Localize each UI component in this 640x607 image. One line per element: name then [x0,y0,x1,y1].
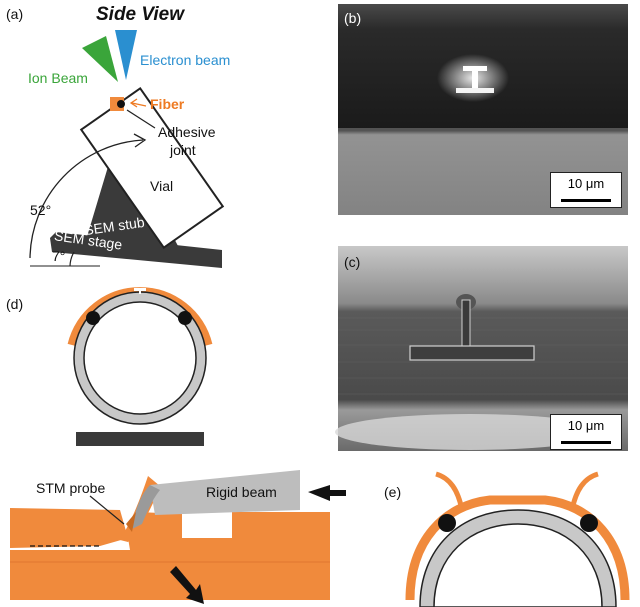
angle-arc-52-arrowhead [133,133,147,148]
adhesive-e-right [580,514,598,532]
down-arrow [170,566,204,604]
sample-upper-left [10,508,128,548]
stage-plate [76,432,204,446]
adhesive-right [178,311,192,325]
vial-label: Vial [150,178,174,194]
rigid-beam [150,470,300,515]
panel-c-scale-text: 10 μm [567,418,605,433]
notch-horizontal [409,345,535,361]
panel-a-label: (a) [6,6,24,22]
electron-beam-label: Electron beam [140,52,231,68]
panel-e-drawing [405,471,630,607]
panel-b-scale-text: 10 μm [567,176,605,191]
rigid-beam-tip [130,485,160,530]
panel-b-scale-box: 10 μm [550,172,622,208]
trench-bottom [456,88,494,93]
angle-7-label: 7° [52,248,66,264]
panel-c-scale-box: 10 μm [550,414,622,450]
notch-vertical [461,299,471,353]
ion-beam-cone [82,36,118,82]
fiber-arrowhead [129,98,138,108]
lower-left-drawing [10,470,346,604]
adhesive-dot [117,100,125,108]
electron-beam-cone [115,30,137,80]
adhesive-left [86,311,100,325]
side-view-title: Side View [96,4,184,25]
push-arrow [308,485,346,501]
adhesive-arrow [126,109,156,129]
panel-c-label: (c) [344,254,361,270]
panel-b-scale-bar [561,199,611,202]
fiber-coating-e [405,495,630,601]
flap-left-e [435,471,465,511]
ion-beam-label: Ion Beam [28,70,88,86]
angle-arc-52 [29,139,144,259]
notch-marker-stem [139,290,141,294]
panel-a-drawing [29,30,225,268]
angle-arc-7 [69,251,75,267]
trench-stem [472,70,478,90]
fiber-arrow [131,102,147,107]
notch-marker [134,288,146,291]
rigid-beam-label: Rigid beam [206,484,277,500]
stm-probe-tip [126,512,136,532]
stm-probe-label: STM probe [36,480,106,496]
adhesive-e-left [438,514,456,532]
sample-lower-body [10,550,330,600]
panel-d-label: (d) [6,296,24,312]
angle-52-label: 52° [30,202,52,218]
panel-c-scale-bar [561,441,611,444]
panel-b-label: (b) [344,10,362,26]
stm-probe-arrow [89,495,125,525]
vial-ring-inner [83,301,197,415]
adhesive-label-line2: joint [170,142,196,158]
panel-d-drawing [67,287,213,446]
sem-stage [50,232,222,268]
sample-upper-right [128,512,330,550]
panel-e-label: (e) [384,484,402,500]
trench-top-bar [463,66,487,71]
vial-ring-e-inner [433,523,603,607]
adhesive-label-line1: Adhesive [158,124,216,140]
flap-right-e [569,471,599,511]
fiber-label: Fiber [150,96,185,112]
